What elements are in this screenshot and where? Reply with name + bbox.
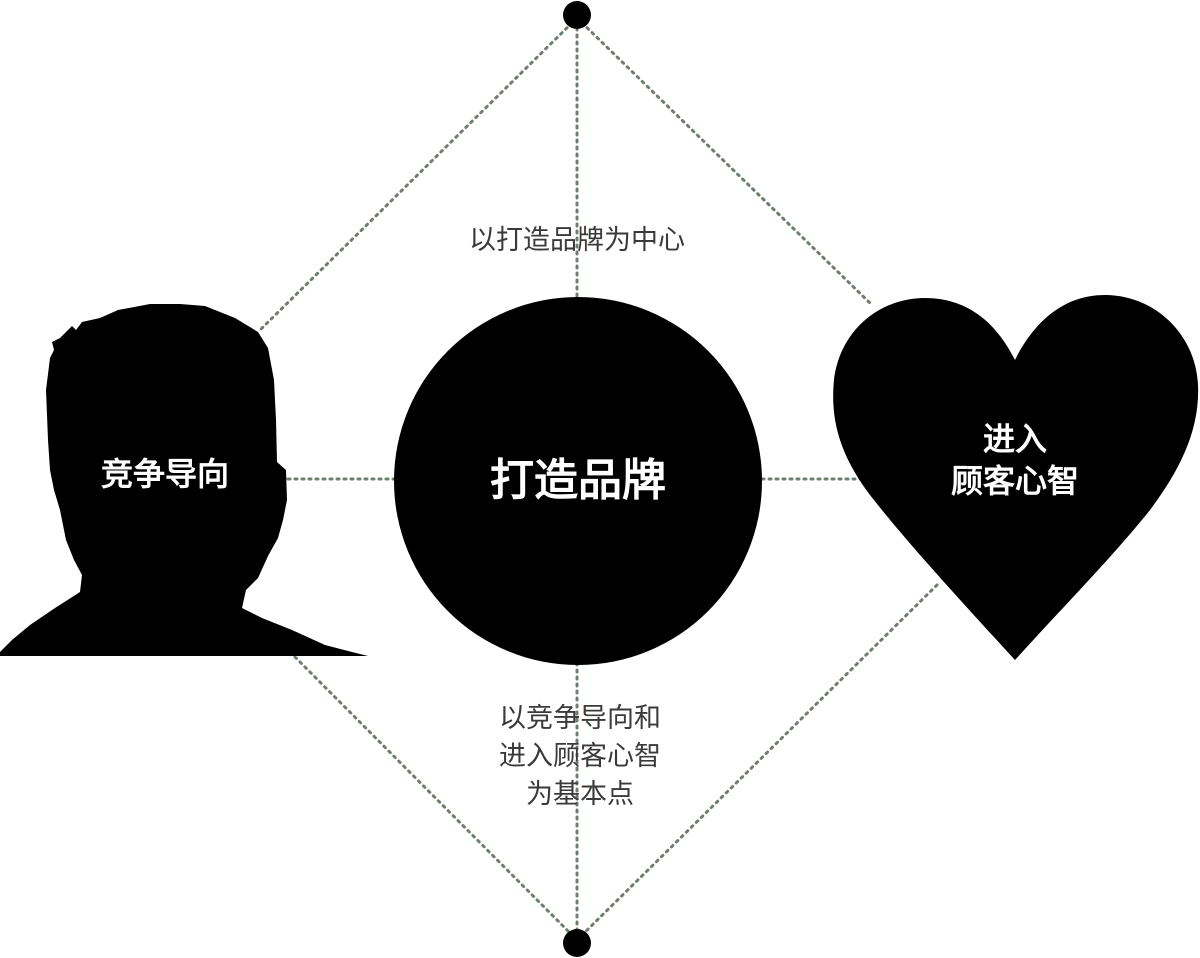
dotted-connectors — [256, 16, 939, 942]
right-label-line-2: 顾客心智 — [950, 462, 1079, 500]
line-bottom-right — [575, 583, 939, 942]
left-label: 竞争导向 — [100, 455, 229, 493]
right-label-line-1: 进入 — [982, 420, 1047, 458]
bottom-caption-line-1: 以竞争导向和 — [499, 703, 661, 734]
line-top-left — [256, 16, 579, 334]
top-node-dot — [563, 1, 591, 29]
right-label: 进入 顾客心智 — [915, 418, 1115, 502]
person-silhouette-icon — [0, 304, 368, 656]
bottom-caption-line-3: 为基本点 — [526, 779, 634, 810]
bottom-node-dot — [563, 929, 591, 957]
bottom-caption: 以竞争导向和 进入顾客心智 为基本点 — [460, 700, 700, 814]
top-caption: 以打造品牌为中心 — [469, 225, 685, 256]
line-top-right — [575, 16, 874, 307]
bottom-caption-line-2: 进入顾客心智 — [499, 741, 661, 772]
center-label: 打造品牌 — [490, 455, 666, 506]
center-circle — [394, 297, 762, 665]
heart-icon — [833, 295, 1199, 660]
